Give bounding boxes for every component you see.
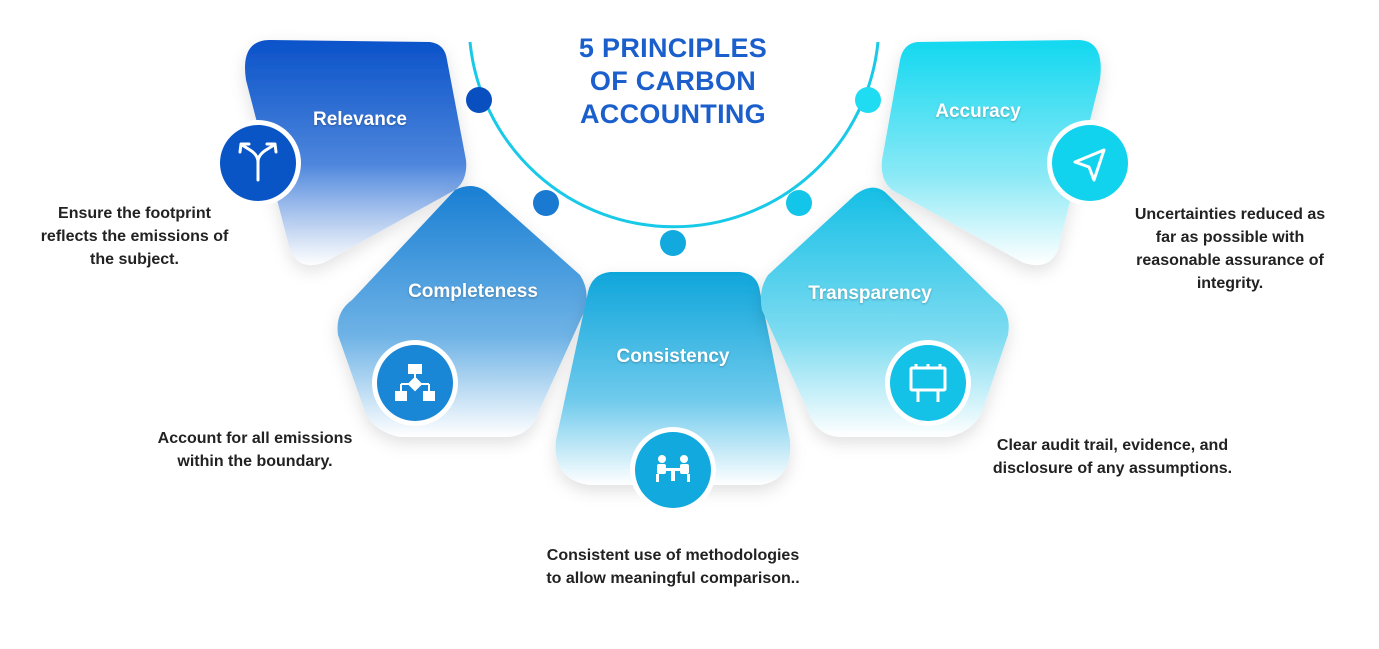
card-title-consistency: Consistency: [616, 346, 730, 367]
split-arrow-icon: [238, 142, 278, 182]
description-completeness: Account for all emissions within the bou…: [157, 430, 353, 470]
description-relevance: Ensure the footprint reflects the emissi…: [40, 205, 229, 268]
central-arc: [468, 41, 880, 229]
arc-node-5: [855, 87, 881, 113]
arc-node-4: [786, 190, 812, 216]
description-transparency: Clear audit trail, evidence, and disclos…: [992, 437, 1233, 477]
billboard-icon: [909, 364, 947, 402]
title-line-2: OF CARBON: [589, 66, 757, 96]
card-title-accuracy: Accuracy: [935, 101, 1021, 122]
flowchart-icon: [395, 364, 435, 401]
title-line-3: ACCOUNTING: [580, 99, 766, 129]
card-accuracy: [881, 40, 1101, 266]
icon-circle-accuracy: [1047, 120, 1133, 206]
arc-node-2: [533, 190, 559, 216]
diagram-title: 5 PRINCIPLES OF CARBON ACCOUNTING: [560, 32, 786, 131]
description-accuracy: Uncertainties reduced as far as possible…: [1134, 206, 1326, 292]
card-consistency: [555, 272, 791, 485]
arc-node-3: [660, 230, 686, 256]
card-relevance: [245, 40, 467, 266]
description-consistency: Consistent use of methodologies to allow…: [546, 547, 800, 587]
navigation-arrow-icon: [1073, 148, 1106, 182]
card-title-completeness: Completeness: [408, 281, 538, 302]
arc-node-1: [466, 87, 492, 113]
card-title-transparency: Transparency: [808, 283, 932, 304]
icon-circle-transparency: [885, 340, 971, 426]
title-line-1: 5 PRINCIPLES: [578, 33, 768, 63]
card-title-relevance: Relevance: [312, 109, 407, 130]
meeting-table-icon: [656, 455, 690, 482]
